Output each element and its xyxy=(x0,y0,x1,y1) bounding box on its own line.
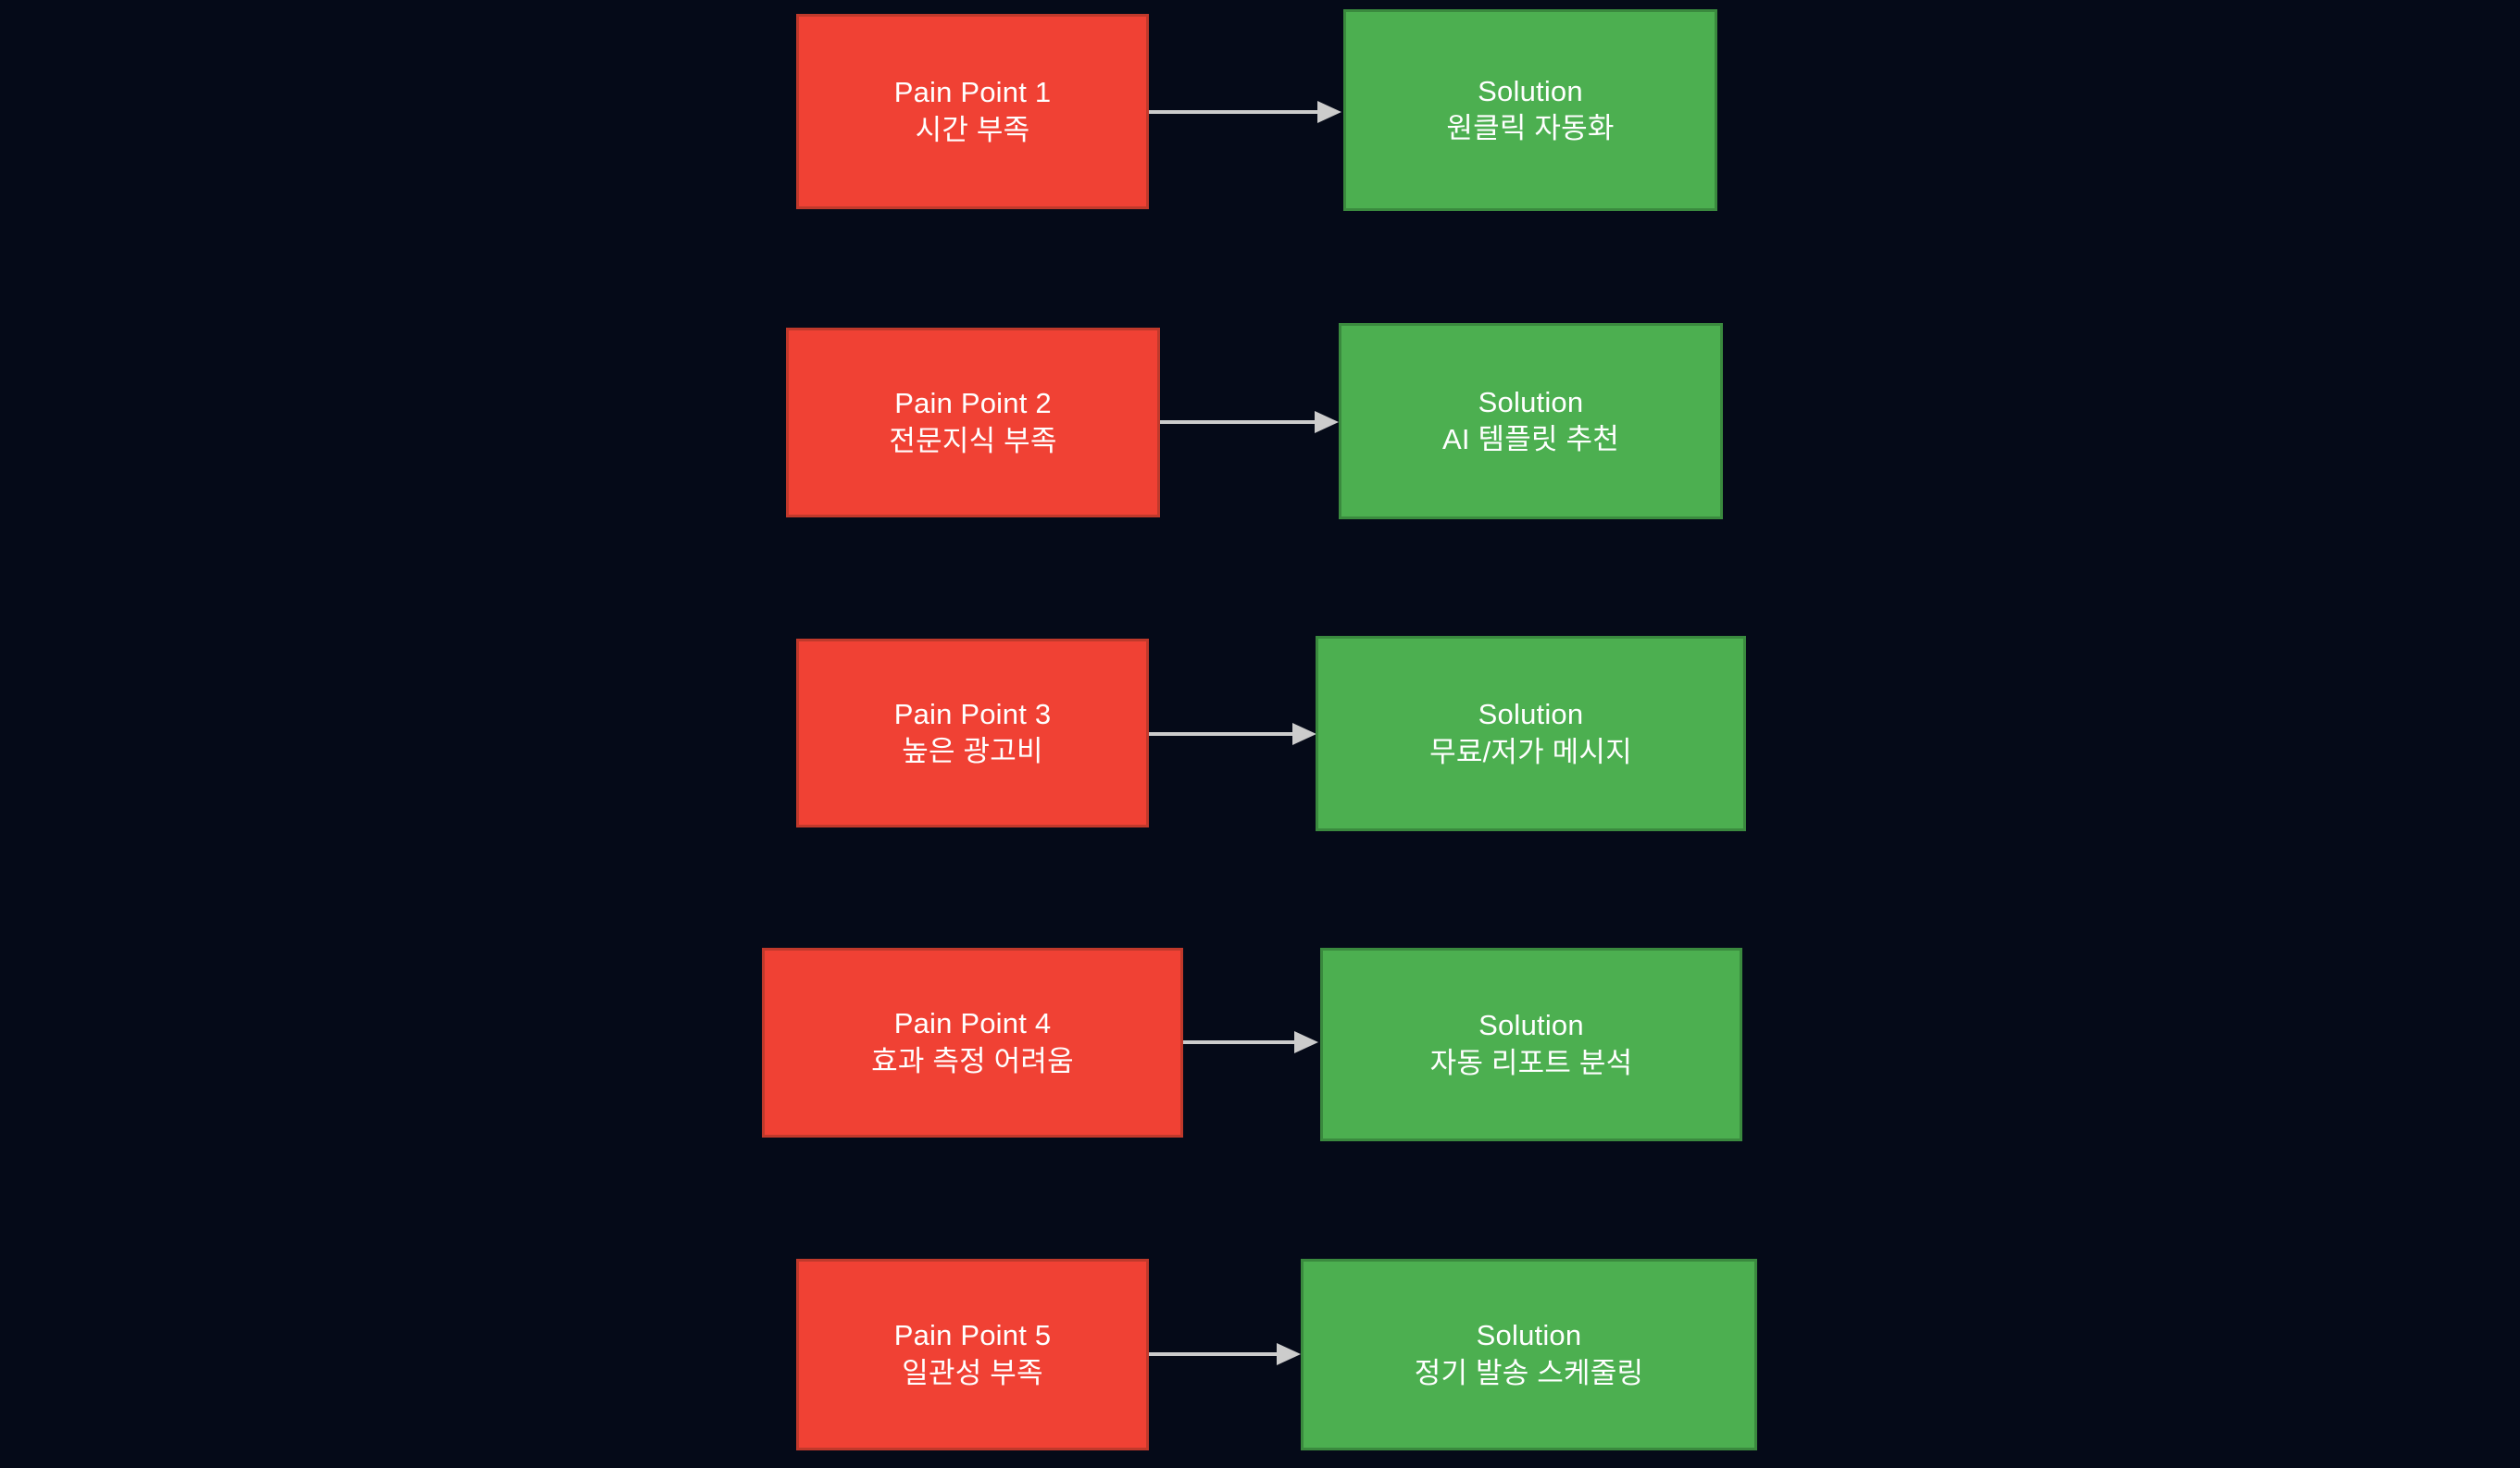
solution-detail-5: 정기 발송 스케줄링 xyxy=(1414,1356,1644,1389)
solution-detail-3: 무료/저가 메시지 xyxy=(1429,735,1632,768)
solution-title-1: Solution xyxy=(1478,74,1583,107)
solution-node-4[interactable]: Solution 자동 리포트 분석 xyxy=(1320,948,1742,1141)
edge-arrow-1 xyxy=(1149,97,1343,127)
solution-detail-2: AI 템플릿 추천 xyxy=(1442,423,1619,455)
edge-arrow-4 xyxy=(1183,1027,1320,1057)
solution-node-3[interactable]: Solution 무료/저가 메시지 xyxy=(1316,636,1746,831)
pain-point-node-2[interactable]: Pain Point 2 전문지식 부족 xyxy=(786,328,1160,517)
pain-point-detail-4: 효과 측정 어려움 xyxy=(871,1044,1074,1077)
solution-title-4: Solution xyxy=(1478,1009,1584,1042)
edge-arrow-3 xyxy=(1149,719,1318,749)
pain-point-detail-5: 일관성 부족 xyxy=(902,1356,1043,1389)
solution-title-3: Solution xyxy=(1478,698,1584,731)
pain-point-title-5: Pain Point 5 xyxy=(893,1319,1052,1352)
pain-point-detail-1: 시간 부족 xyxy=(915,113,1030,146)
pain-point-title-2: Pain Point 2 xyxy=(894,387,1052,420)
pain-point-title-3: Pain Point 3 xyxy=(893,697,1052,730)
pain-point-title-1: Pain Point 1 xyxy=(893,76,1052,109)
pain-point-node-1[interactable]: Pain Point 1 시간 부족 xyxy=(796,14,1149,209)
pain-point-node-3[interactable]: Pain Point 3 높은 광고비 xyxy=(796,639,1149,827)
pain-point-title-4: Pain Point 4 xyxy=(893,1007,1052,1040)
solution-detail-1: 원클릭 자동화 xyxy=(1446,112,1615,144)
solution-node-2[interactable]: Solution AI 템플릿 추천 xyxy=(1339,323,1723,519)
pain-point-node-5[interactable]: Pain Point 5 일관성 부족 xyxy=(796,1259,1149,1450)
pain-point-node-4[interactable]: Pain Point 4 효과 측정 어려움 xyxy=(762,948,1183,1138)
solution-node-5[interactable]: Solution 정기 발송 스케줄링 xyxy=(1301,1259,1757,1450)
solution-node-1[interactable]: Solution 원클릭 자동화 xyxy=(1343,9,1717,211)
edge-arrow-2 xyxy=(1160,407,1341,437)
pain-point-detail-2: 전문지식 부족 xyxy=(889,424,1057,457)
solution-title-5: Solution xyxy=(1476,1319,1582,1352)
solution-title-2: Solution xyxy=(1478,385,1584,418)
edge-arrow-5 xyxy=(1149,1339,1303,1369)
solution-detail-4: 자동 리포트 분석 xyxy=(1429,1046,1633,1079)
pain-point-detail-3: 높은 광고비 xyxy=(902,735,1043,767)
